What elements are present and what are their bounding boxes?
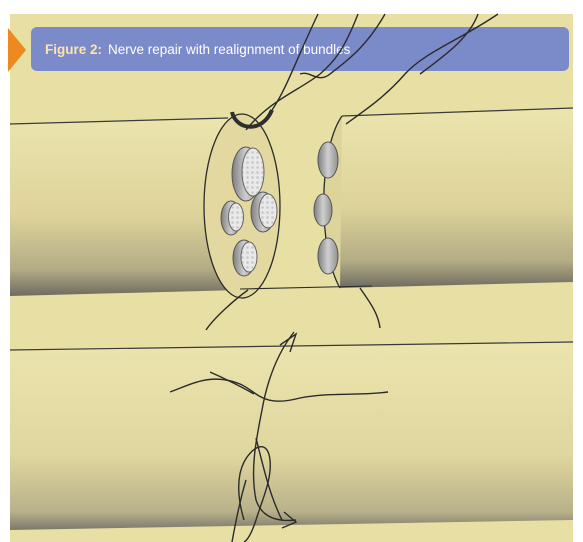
fascicle-icon	[318, 142, 338, 178]
fascicle-icon	[314, 194, 332, 226]
fascicle-icon	[318, 238, 338, 274]
repaired-nerve	[10, 342, 573, 530]
nerve-stump-right	[240, 108, 573, 289]
